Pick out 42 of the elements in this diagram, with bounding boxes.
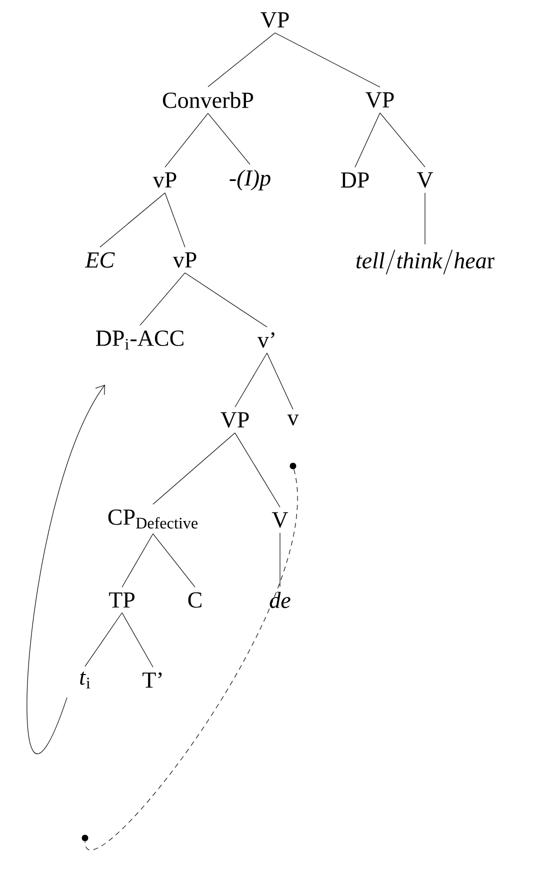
tree-branch xyxy=(354,112,380,168)
category-label: de xyxy=(270,592,290,608)
category-label: v xyxy=(287,414,299,426)
tree-branch xyxy=(184,272,268,328)
category-label: EC xyxy=(84,252,115,268)
category-label: V xyxy=(416,172,434,188)
tree-branch xyxy=(122,533,154,588)
tree-branch xyxy=(100,192,166,248)
category-label: T’ xyxy=(142,672,162,688)
dashed-chain-line xyxy=(84,469,298,850)
tree-branch xyxy=(266,352,294,410)
tree-branch xyxy=(380,112,426,168)
category-label: DP xyxy=(340,172,369,188)
category-label: -(I)p xyxy=(230,170,270,190)
tree-branch xyxy=(234,352,268,408)
tree-branch xyxy=(84,612,122,667)
movement-arrow xyxy=(26,384,105,753)
tree-branch xyxy=(164,113,208,168)
tree-branch xyxy=(424,192,426,245)
category-label: ConverbP xyxy=(162,92,254,108)
category-label: VP xyxy=(220,412,249,428)
tree-branch xyxy=(208,32,276,88)
category-label: VP xyxy=(366,92,394,108)
category-label: t$_{i}$ xyxy=(80,672,90,688)
tree-branch xyxy=(152,432,236,505)
tree-branch xyxy=(152,533,196,588)
category-label: TP xyxy=(109,592,134,608)
tree-branch xyxy=(234,432,280,508)
category-label: $\mathit{tell}/\mathit{think}/\mathit{hea}\mathrm{r}$ xyxy=(356,250,494,274)
category-label: vP xyxy=(172,252,196,268)
tree-branch xyxy=(122,612,154,668)
tree-branch xyxy=(164,192,186,248)
category-label: vP xyxy=(152,172,176,188)
category-label: $\mathrm{CP}_{\mathrm{Defective}}$ xyxy=(108,509,198,529)
category-label: DP$_{i}$-ACC xyxy=(96,330,184,350)
tree-branch xyxy=(208,113,250,165)
category-label: V xyxy=(272,512,288,528)
category-label: VP xyxy=(260,12,289,28)
category-label: C xyxy=(188,592,202,608)
category-label: v’ xyxy=(257,332,274,348)
tree-branch xyxy=(140,272,186,326)
tree-branch xyxy=(274,32,380,88)
